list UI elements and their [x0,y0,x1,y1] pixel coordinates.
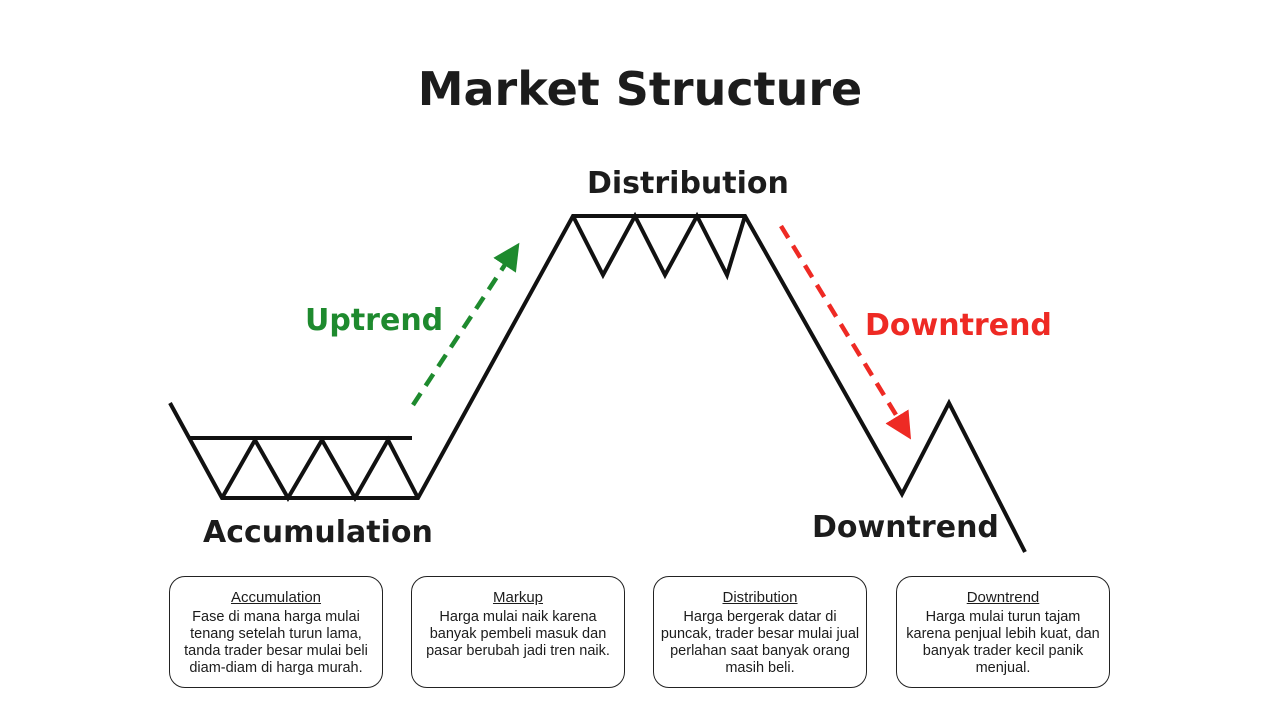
distribution-zigzag [571,211,747,281]
label-downtrend-red: Downtrend [865,308,1052,343]
downtrend-arrow [779,224,912,440]
card-distribution: Distribution Harga bergerak datar di pun… [653,576,867,688]
uptrend-arrow [411,242,520,407]
card-heading: Downtrend [966,589,1040,606]
label-downtrend: Downtrend [812,510,999,545]
label-accumulation: Accumulation [203,515,433,550]
card-accumulation: Accumulation Fase di mana harga mulai te… [169,576,383,688]
price-path [168,214,1027,553]
accumulation-zigzag [220,435,420,503]
card-heading: Distribution [722,589,798,606]
card-downtrend: Downtrend Harga mulai turun tajam karena… [896,576,1110,688]
page-title: Market Structure [417,62,863,116]
card-text: Harga mulai turun tajam karena penjual l… [906,609,1100,676]
card-text: Fase di mana harga mulai tenang setelah … [184,609,368,676]
card-heading: Markup [492,589,544,606]
label-distribution: Distribution [587,166,789,201]
label-uptrend: Uptrend [305,303,444,338]
card-text: Harga bergerak datar di puncak, trader b… [660,609,860,676]
card-text: Harga mulai naik karena banyak pembeli m… [426,609,610,659]
card-markup: Markup Harga mulai naik karena banyak pe… [411,576,625,688]
card-heading: Accumulation [230,589,322,606]
